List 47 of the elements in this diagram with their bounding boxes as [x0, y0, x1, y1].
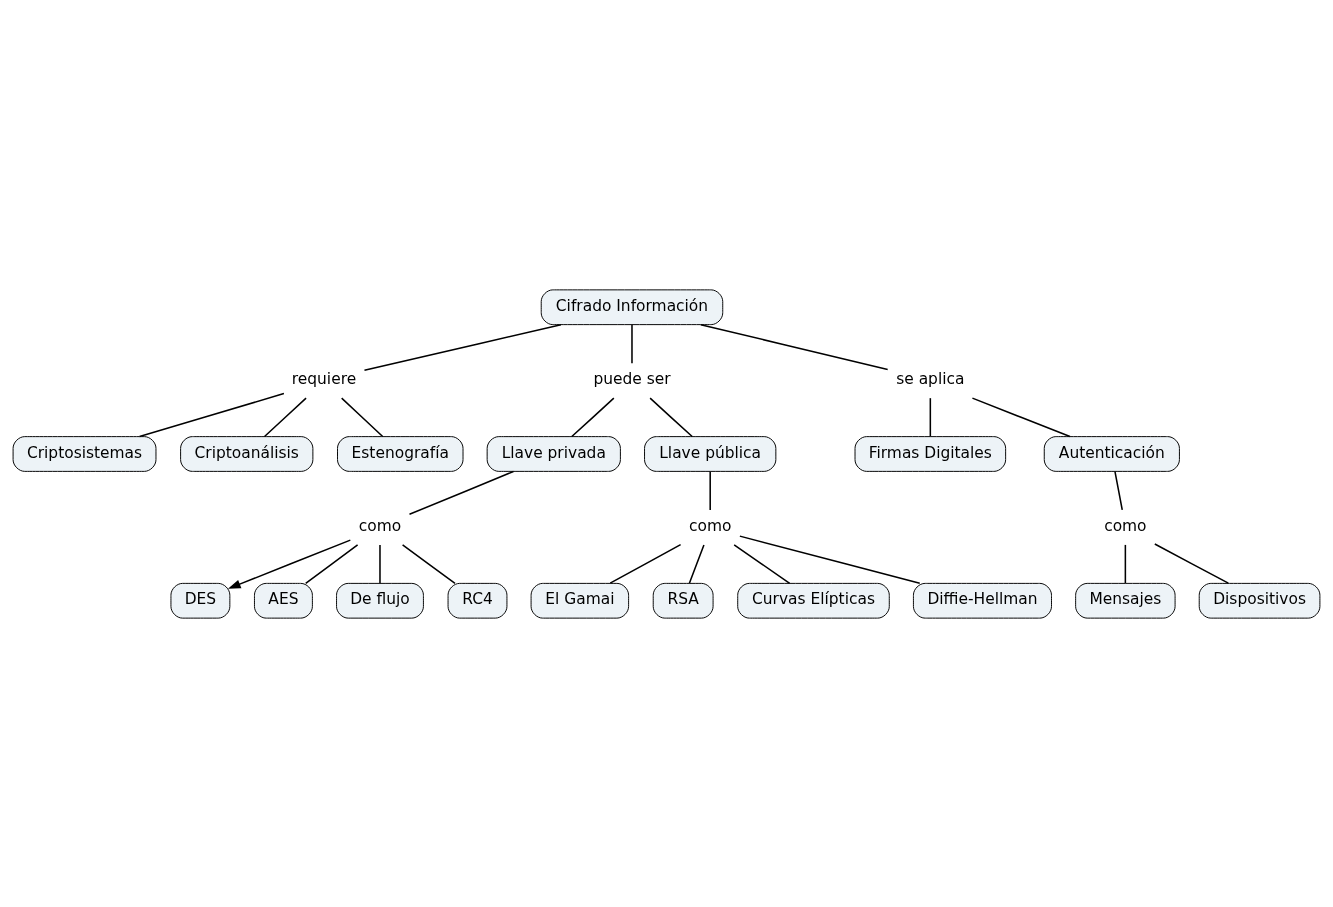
arrow — [227, 538, 352, 589]
node-box: Firmas Digitales — [854, 435, 1007, 472]
connector — [733, 543, 791, 584]
node-text: como — [688, 516, 732, 535]
node-box: El Gamai — [530, 582, 630, 619]
connector — [739, 534, 921, 584]
connector — [709, 470, 711, 511]
node-text: requiere — [291, 369, 357, 388]
node-text: puede ser — [593, 369, 671, 388]
connector — [1154, 542, 1230, 584]
connector — [340, 396, 384, 437]
connector — [609, 543, 682, 584]
node-box: Dispositivos — [1198, 582, 1321, 619]
connector — [363, 323, 562, 371]
connector — [1124, 543, 1127, 584]
node-box: AES — [254, 582, 313, 619]
connector — [304, 543, 359, 584]
node-box: RC4 — [447, 582, 508, 619]
node-text: se aplica — [896, 369, 965, 388]
connector — [929, 396, 932, 437]
node-box: Criptosistemas — [12, 435, 157, 472]
connector — [649, 396, 693, 437]
connector — [631, 323, 633, 364]
connector — [700, 323, 889, 370]
connector — [408, 470, 515, 515]
node-box: Cifrado Información — [540, 288, 724, 325]
node-box: Llave pública — [644, 435, 777, 472]
node-box: Estenografía — [337, 435, 464, 472]
node-box: DES — [170, 582, 231, 619]
connector — [401, 543, 456, 584]
connector — [1114, 470, 1123, 511]
connector — [263, 396, 307, 437]
connector — [571, 396, 615, 437]
node-text: como — [1104, 516, 1147, 535]
connector — [688, 543, 705, 584]
node-box: Autenticación — [1043, 435, 1180, 472]
node-box: Mensajes — [1075, 582, 1176, 619]
node-box: De flujo — [336, 582, 424, 619]
connector — [379, 543, 381, 584]
node-box: Diffie-Hellman — [912, 582, 1052, 619]
connector — [138, 392, 285, 437]
node-box: Curvas Elípticas — [737, 582, 890, 619]
connector — [971, 396, 1071, 437]
node-box: RSA — [652, 582, 714, 619]
node-box: Llave privada — [486, 435, 621, 472]
node-box: Criptoanálisis — [180, 435, 314, 472]
node-text: como — [358, 516, 402, 535]
